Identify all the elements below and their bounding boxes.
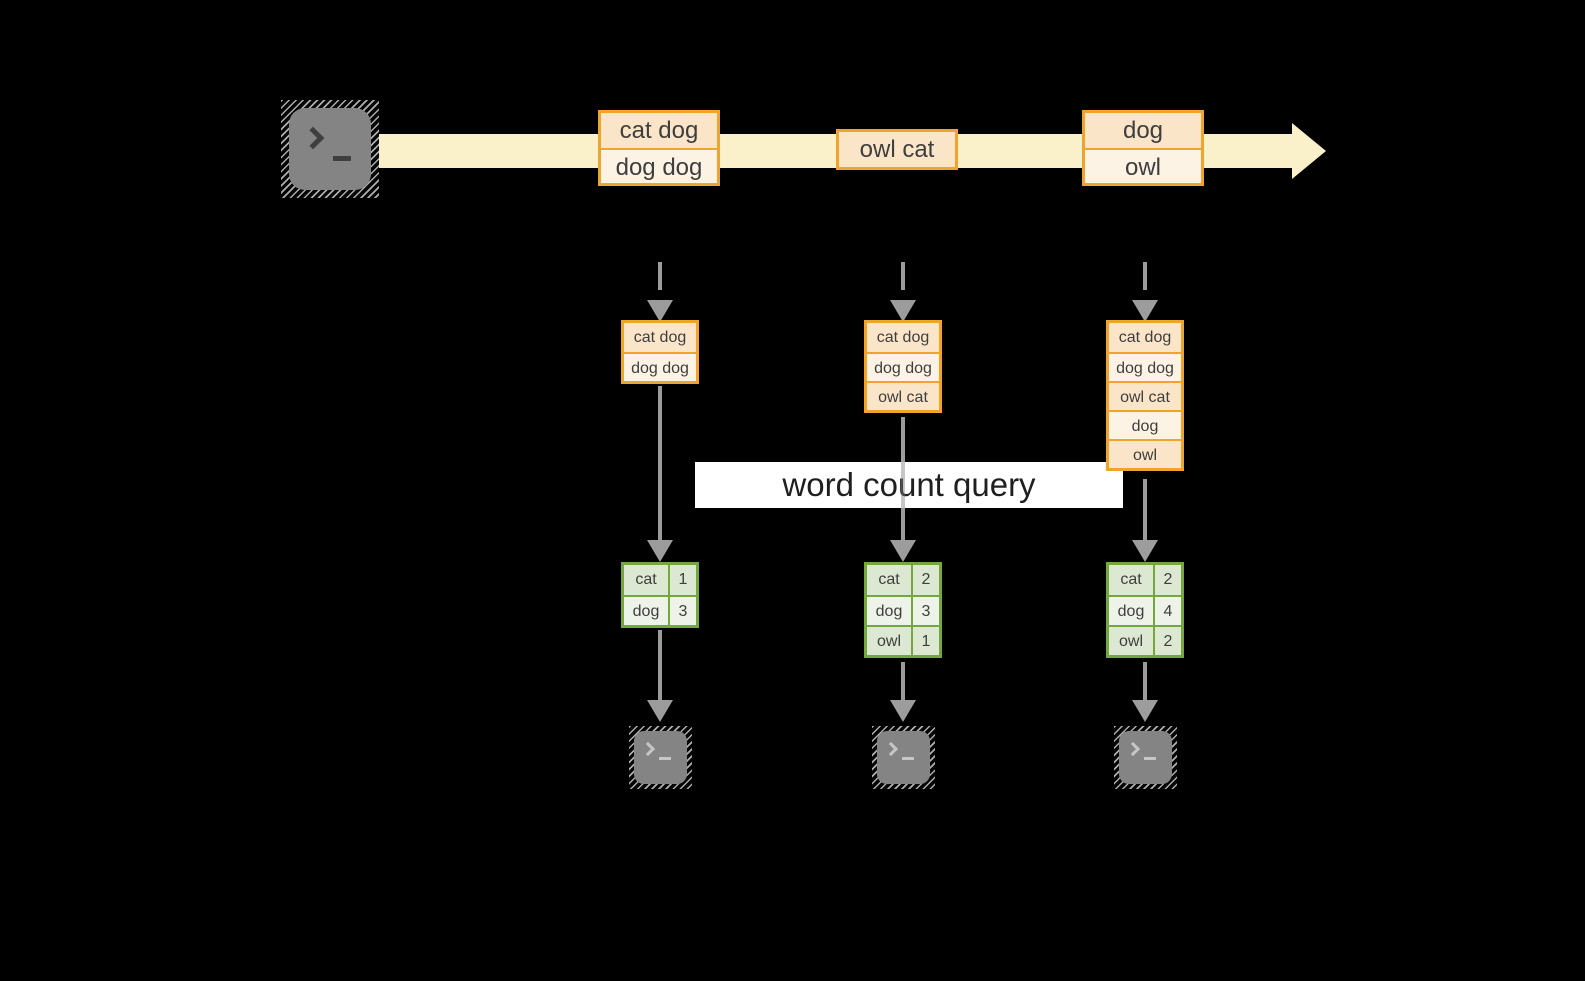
sink-terminal-icon-2 bbox=[872, 726, 935, 789]
state-record: owl cat bbox=[1109, 381, 1181, 410]
query-flow-arrow-3 bbox=[1143, 479, 1147, 542]
event-record: owl cat bbox=[839, 132, 955, 167]
prompt-underscore-icon bbox=[333, 156, 351, 161]
table-row: owl 1 bbox=[867, 625, 939, 655]
count-cell: 4 bbox=[1155, 597, 1181, 625]
word-cell: cat bbox=[1109, 565, 1155, 595]
prompt-chevron-icon bbox=[1125, 741, 1141, 757]
state-record: owl cat bbox=[867, 381, 939, 410]
state-record: dog dog bbox=[1109, 352, 1181, 381]
query-flow-arrow-overlay bbox=[901, 462, 905, 508]
prompt-underscore-icon bbox=[1144, 757, 1156, 760]
table-row: cat 2 bbox=[867, 565, 939, 595]
stream-event-batch-1: cat dog dog dog bbox=[598, 110, 720, 186]
state-record: cat dog bbox=[624, 323, 696, 352]
arrowhead-icon bbox=[890, 300, 916, 322]
input-state-box-1: cat dog dog dog bbox=[621, 320, 699, 384]
count-cell: 3 bbox=[670, 597, 696, 625]
count-cell: 1 bbox=[913, 627, 939, 655]
event-record: cat dog bbox=[601, 113, 717, 148]
arrowhead-icon bbox=[1132, 540, 1158, 562]
input-state-box-2: cat dog dog dog owl cat bbox=[864, 320, 942, 413]
event-record: owl bbox=[1085, 148, 1201, 183]
state-record: owl bbox=[1109, 439, 1181, 468]
table-row: cat 1 bbox=[624, 565, 696, 595]
word-cell: dog bbox=[867, 597, 913, 625]
event-record: dog bbox=[1085, 113, 1201, 148]
sink-terminal-icon-1 bbox=[629, 726, 692, 789]
terminal-screen bbox=[1119, 731, 1172, 784]
output-flow-arrow-1 bbox=[658, 630, 662, 702]
terminal-screen bbox=[877, 731, 930, 784]
table-row: cat 2 bbox=[1109, 565, 1181, 595]
sink-terminal-icon-3 bbox=[1114, 726, 1177, 789]
count-table-3: cat 2 dog 4 owl 2 bbox=[1106, 562, 1184, 658]
arrowhead-icon bbox=[647, 300, 673, 322]
count-cell: 1 bbox=[670, 565, 696, 595]
table-row: owl 2 bbox=[1109, 625, 1181, 655]
table-row: dog 3 bbox=[624, 595, 696, 625]
prompt-chevron-icon bbox=[301, 126, 325, 150]
arrowhead-icon bbox=[890, 700, 916, 722]
prompt-underscore-icon bbox=[659, 757, 671, 760]
arrowhead-icon bbox=[647, 540, 673, 562]
table-row: dog 4 bbox=[1109, 595, 1181, 625]
source-terminal-icon bbox=[281, 100, 379, 198]
arrowhead-icon bbox=[647, 700, 673, 722]
word-cell: cat bbox=[624, 565, 670, 595]
ingest-dashed-arrow-2 bbox=[901, 262, 905, 290]
terminal-screen bbox=[634, 731, 687, 784]
count-cell: 2 bbox=[1155, 565, 1181, 595]
arrowhead-icon bbox=[1132, 300, 1158, 322]
word-cell: cat bbox=[867, 565, 913, 595]
word-cell: dog bbox=[624, 597, 670, 625]
count-cell: 2 bbox=[1155, 627, 1181, 655]
word-cell: owl bbox=[1109, 627, 1155, 655]
query-label: word count query bbox=[695, 462, 1123, 508]
count-cell: 2 bbox=[913, 565, 939, 595]
arrowhead-icon bbox=[890, 540, 916, 562]
table-row: dog 3 bbox=[867, 595, 939, 625]
ingest-dashed-arrow-1 bbox=[658, 262, 662, 290]
terminal-screen bbox=[289, 108, 371, 190]
prompt-chevron-icon bbox=[883, 741, 899, 757]
prompt-underscore-icon bbox=[902, 757, 914, 760]
state-record: cat dog bbox=[1109, 323, 1181, 352]
query-flow-arrow-1 bbox=[658, 386, 662, 542]
state-record: dog dog bbox=[624, 352, 696, 381]
stream-timeline-arrowhead-icon bbox=[1292, 123, 1326, 179]
count-table-2: cat 2 dog 3 owl 1 bbox=[864, 562, 942, 658]
input-state-box-3: cat dog dog dog owl cat dog owl bbox=[1106, 320, 1184, 471]
arrowhead-icon bbox=[1132, 700, 1158, 722]
stream-event-batch-2: owl cat bbox=[836, 129, 958, 170]
word-cell: owl bbox=[867, 627, 913, 655]
stream-event-batch-3: dog owl bbox=[1082, 110, 1204, 186]
state-record: dog dog bbox=[867, 352, 939, 381]
word-cell: dog bbox=[1109, 597, 1155, 625]
prompt-chevron-icon bbox=[640, 741, 656, 757]
state-record: cat dog bbox=[867, 323, 939, 352]
ingest-dashed-arrow-3 bbox=[1143, 262, 1147, 290]
event-record: dog dog bbox=[601, 148, 717, 183]
count-table-1: cat 1 dog 3 bbox=[621, 562, 699, 628]
state-record: dog bbox=[1109, 410, 1181, 439]
output-flow-arrow-2 bbox=[901, 662, 905, 702]
count-cell: 3 bbox=[913, 597, 939, 625]
output-flow-arrow-3 bbox=[1143, 662, 1147, 702]
